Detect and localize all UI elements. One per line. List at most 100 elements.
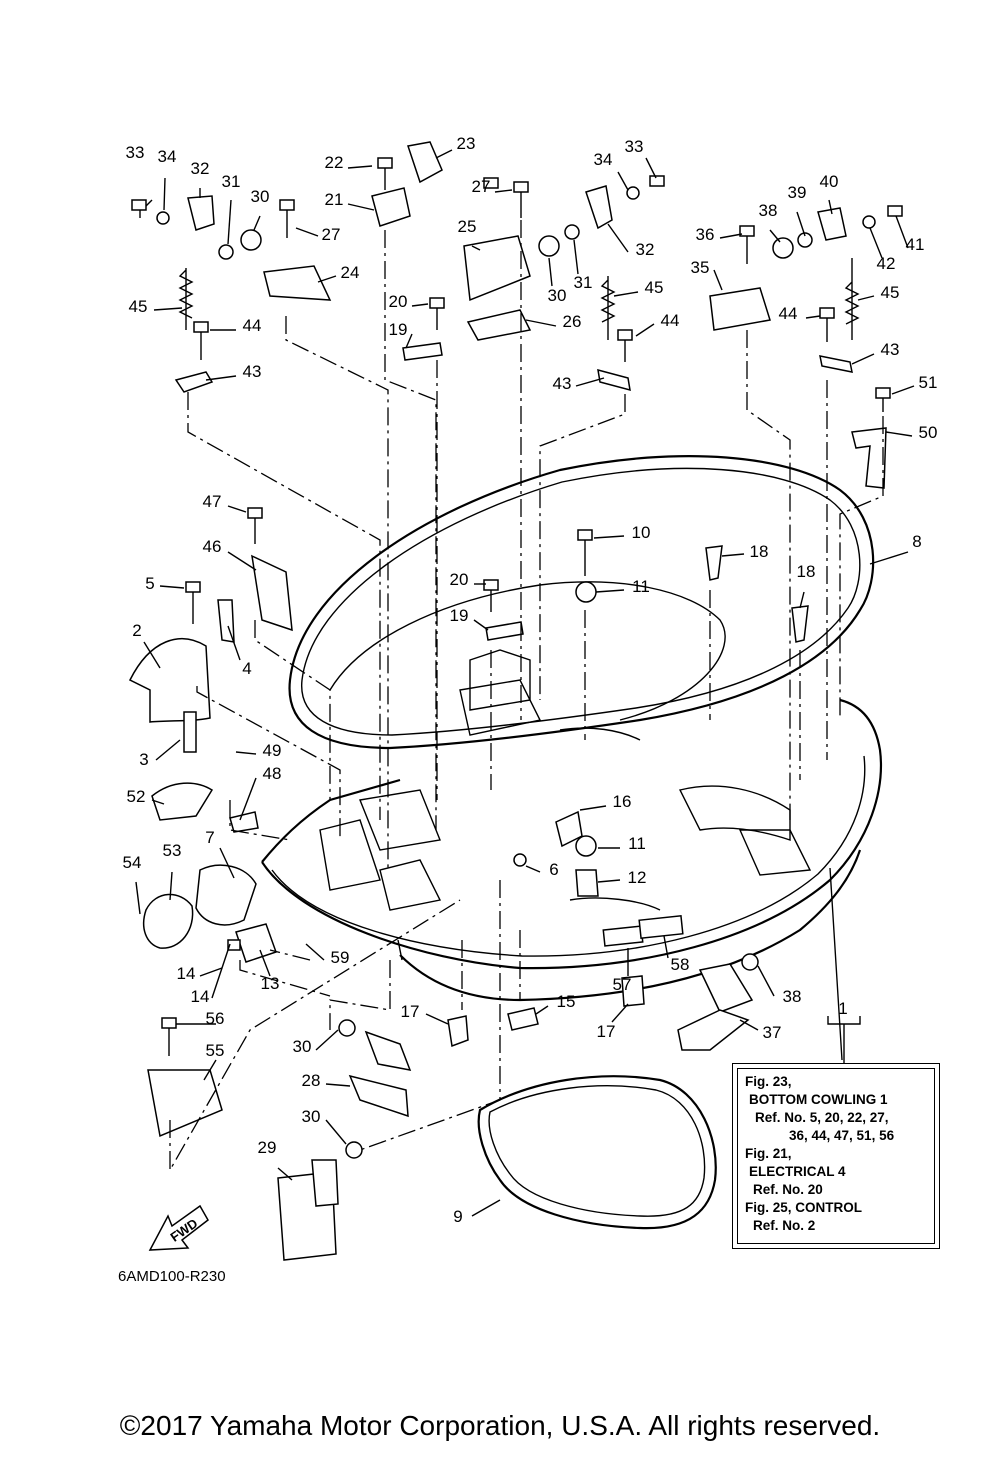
callout-42: 42	[877, 254, 896, 273]
callout-50: 50	[919, 423, 938, 442]
callout-17: 17	[597, 1022, 616, 1041]
callout-15: 15	[557, 992, 576, 1011]
reference-box-border	[737, 1068, 935, 1244]
callout-25: 25	[458, 217, 477, 236]
callout-4: 4	[242, 659, 251, 678]
callout-2: 2	[132, 621, 141, 640]
callout-55: 55	[206, 1041, 225, 1060]
callout-17: 17	[401, 1002, 420, 1021]
callout-14: 14	[177, 964, 196, 983]
callout-19: 19	[450, 606, 469, 625]
callout-21: 21	[325, 190, 344, 209]
callout-59: 59	[331, 948, 350, 967]
callout-44: 44	[661, 311, 680, 330]
callout-51: 51	[919, 373, 938, 392]
callout-30: 30	[548, 286, 567, 305]
ref-line: 36, 44, 47, 51, 56	[789, 1128, 895, 1143]
callout-38: 38	[759, 201, 778, 220]
callout-48: 48	[263, 764, 282, 783]
callout-31: 31	[574, 273, 593, 292]
bottom-cowling-drawing	[261, 455, 882, 1002]
ref-line: Ref. No. 5, 20, 22, 27,	[755, 1110, 889, 1125]
callout-11: 11	[628, 834, 646, 853]
callout-53: 53	[163, 841, 182, 860]
seal-9-drawing	[477, 1075, 717, 1230]
callout-26: 26	[563, 312, 582, 331]
callout-23: 23	[457, 134, 476, 153]
callout-43: 43	[243, 362, 262, 381]
callout-30: 30	[293, 1037, 312, 1056]
callout-18: 18	[750, 542, 769, 561]
callout-31: 31	[222, 172, 241, 191]
ref-line: ELECTRICAL 4	[749, 1164, 846, 1179]
callout-45: 45	[129, 297, 148, 316]
callout-44: 44	[243, 316, 262, 335]
callout-5: 5	[145, 574, 154, 593]
callout-30: 30	[302, 1107, 321, 1126]
callout-57: 57	[613, 975, 632, 994]
callout-52: 52	[127, 787, 146, 806]
callout-35: 35	[691, 258, 710, 277]
forward-direction-arrow: FWD	[148, 1204, 209, 1251]
callout-47: 47	[203, 492, 222, 511]
callout-16: 16	[613, 792, 632, 811]
ref-line: Fig. 25, CONTROL	[745, 1200, 863, 1215]
callout-13: 13	[261, 974, 280, 993]
callout-33: 33	[126, 143, 145, 162]
callout-10: 10	[632, 523, 651, 542]
callout-28: 28	[302, 1071, 321, 1090]
callout-45: 45	[645, 278, 664, 297]
callout-9: 9	[453, 1207, 462, 1226]
callout-12: 12	[628, 868, 647, 887]
callout-43: 43	[881, 340, 900, 359]
callout-8: 8	[912, 532, 921, 551]
callout-11: 11	[632, 577, 650, 596]
callout-32: 32	[191, 159, 210, 178]
callout-24: 24	[341, 263, 360, 282]
callout-49: 49	[263, 741, 282, 760]
callout-58: 58	[671, 955, 690, 974]
callout-7: 7	[205, 828, 214, 847]
callout-56: 56	[206, 1009, 225, 1028]
callout-14: 14	[191, 987, 210, 1006]
label-pointers	[135, 149, 915, 1217]
callout-27: 27	[322, 225, 341, 244]
callout-34: 34	[158, 147, 177, 166]
callout-54: 54	[123, 853, 142, 872]
callout-39: 39	[788, 183, 807, 202]
drawing-code: 6AMD100-R230	[118, 1268, 226, 1285]
callout-41: 41	[906, 235, 925, 254]
callout-1: 1	[838, 999, 847, 1018]
callout-20: 20	[450, 570, 469, 589]
callout-32: 32	[636, 240, 655, 259]
callout-29: 29	[258, 1138, 277, 1157]
ref-line: Ref. No. 20	[753, 1182, 823, 1197]
ref-line: Ref. No. 2	[753, 1218, 816, 1233]
callout-33: 33	[625, 137, 644, 156]
leader-lines	[169, 220, 884, 1173]
callout-34: 34	[594, 150, 613, 169]
callout-45: 45	[881, 283, 900, 302]
callout-38: 38	[783, 987, 802, 1006]
callout-27: 27	[472, 177, 491, 196]
callout-46: 46	[203, 537, 222, 556]
callout-22: 22	[325, 153, 344, 172]
callout-36: 36	[696, 225, 715, 244]
ref-line: Fig. 21,	[745, 1146, 792, 1161]
callout-44: 44	[779, 304, 798, 323]
callout-6: 6	[549, 860, 558, 879]
reference-box: Fig. 23, BOTTOM COWLING 1 Ref. No. 5, 20…	[732, 1063, 940, 1249]
ref-line: BOTTOM COWLING 1	[749, 1092, 888, 1107]
callout-20: 20	[389, 292, 408, 311]
callout-37: 37	[763, 1023, 782, 1042]
callout-3: 3	[139, 750, 148, 769]
callout-40: 40	[820, 172, 839, 191]
callout-30: 30	[251, 187, 270, 206]
callout-43: 43	[553, 374, 572, 393]
ref-line: Fig. 23,	[745, 1074, 792, 1089]
small-parts-drawing	[128, 141, 903, 1261]
callout-18: 18	[797, 562, 816, 581]
